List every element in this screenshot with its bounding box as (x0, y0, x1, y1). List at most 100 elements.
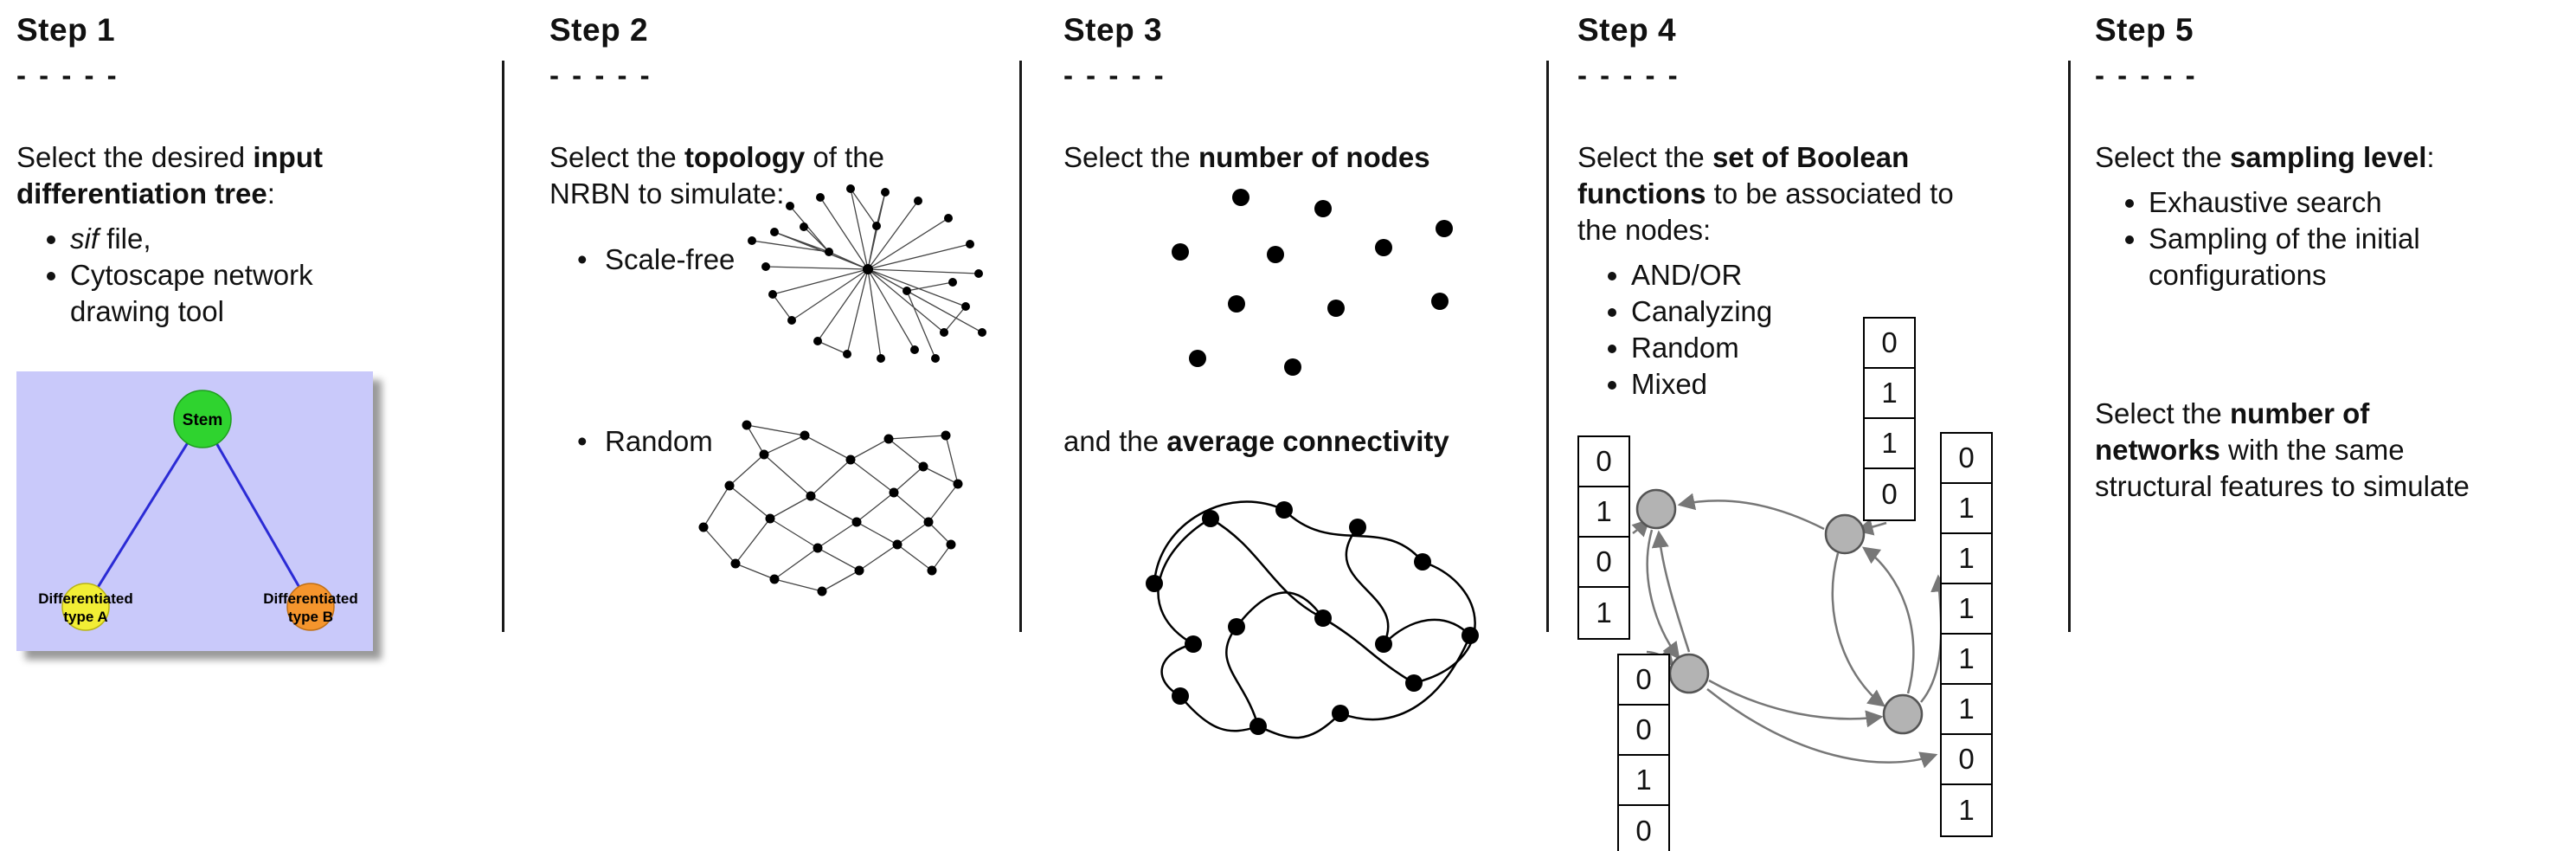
step-3-intro: Select the number of nodes (1063, 139, 1535, 176)
column-divider (1546, 61, 1549, 632)
scatter-dots (1172, 189, 1453, 376)
truth-table-cell: 1 (1942, 534, 1991, 584)
list-item-sif-file: sif file, (70, 221, 488, 257)
list-item-text: Sampling of the initial (2149, 222, 2420, 255)
connectivity-network-graphic (1146, 500, 1479, 739)
type-b-label-line1: Differentiated (263, 590, 358, 607)
intro-text: Select the (1577, 141, 1712, 173)
differentiation-tree-svg: Stem Differentiated type A Differentiate… (16, 371, 373, 651)
truth-table-cell: 0 (1619, 806, 1668, 851)
truth-table-cell: 0 (1865, 469, 1914, 519)
intro-text: to be associated to (1706, 177, 1954, 210)
step-2-title: Step 2 (549, 12, 649, 48)
step-2-column: Step 2 - - - - - Select the topology of … (549, 12, 1008, 848)
truth-table-cell: 1 (1619, 756, 1668, 806)
truth-table-cell: 0 (1579, 538, 1628, 588)
truth-table-cell: 0 (1619, 655, 1668, 706)
random-edges (703, 424, 959, 592)
boolean-node (1824, 513, 1866, 555)
intro-bold: functions (1577, 177, 1706, 210)
step-4-column: Step 4 - - - - - Select the set of Boole… (1577, 12, 2062, 851)
step-5-title: Step 5 (2095, 12, 2194, 48)
intro-text: with the same (2219, 434, 2405, 466)
column-divider (2068, 61, 2071, 632)
truth-table-cell: 1 (1942, 685, 1991, 735)
topology-option-scale-free: Scale-free (570, 242, 735, 278)
sampling-options-list: Exhaustive search Sampling of the initia… (2095, 184, 2569, 293)
list-item-cytoscape: Cytoscape network drawing tool (70, 257, 488, 330)
truth-table-cell: 0 (1619, 706, 1668, 756)
column-divider (1019, 61, 1022, 632)
intro-text: NRBN to simulate: (549, 177, 785, 210)
list-item-text: Cytoscape network (70, 259, 313, 291)
type-b-node (286, 583, 335, 631)
list-item-text: drawing tool (70, 295, 224, 327)
step-4-title: Step 4 (1577, 12, 1677, 48)
truth-table-left: 0 1 0 1 (1577, 435, 1630, 640)
step-3-title: Step 3 (1063, 12, 1163, 48)
intro-text: Select the (1063, 141, 1198, 173)
intro-text: of the (805, 141, 884, 173)
truth-table-cell: 0 (1579, 437, 1628, 487)
intro-text: Select the (2095, 141, 2230, 173)
boolean-node (1882, 693, 1924, 735)
intro-text: : (2426, 141, 2435, 173)
step-1-dashes: - - - - - (16, 59, 119, 91)
intro-text: and the (1063, 425, 1167, 457)
step-1-intro: Select the desired input differentiation… (16, 139, 488, 212)
scale-free-nodes (748, 184, 986, 363)
type-b-label-line2: type B (288, 609, 333, 625)
nodes-scatter-graphic (1172, 189, 1453, 376)
truth-table-cell: 1 (1579, 487, 1628, 538)
truth-table-cell: 1 (1579, 588, 1628, 638)
intro-bold: number of (2229, 397, 2370, 429)
step-5-dashes: - - - - - (2095, 59, 2198, 91)
intro-bold: input (253, 141, 323, 173)
step-3-dashes: - - - - - (1063, 59, 1166, 91)
boolean-node (1635, 488, 1677, 530)
intro-bold: networks (2095, 434, 2220, 466)
truth-table-cell: 0 (1942, 434, 1991, 484)
step-3-column: Step 3 - - - - - Select the number of no… (1063, 12, 1535, 848)
intro-text: Select the desired (16, 141, 254, 173)
type-a-label-line2: type A (63, 609, 107, 625)
intro-text: Select the (549, 141, 684, 173)
step-2-intro: Select the topology of the NRBN to simul… (549, 139, 1008, 212)
stem-label: Stem (183, 411, 222, 429)
boolean-node (1668, 653, 1710, 694)
type-a-node (61, 583, 110, 631)
intro-text: the nodes: (1577, 214, 1712, 246)
networks-paragraph: Select the number of networks with the s… (2095, 396, 2569, 505)
tree-edges (84, 418, 312, 608)
truth-table-cell: 1 (1942, 635, 1991, 685)
connectivity-dots (1146, 501, 1479, 735)
type-a-label-line1: Differentiated (38, 590, 133, 607)
list-item-mixed: Mixed (1631, 366, 2062, 403)
connectivity-curves (1153, 500, 1476, 739)
column-divider (502, 61, 504, 632)
list-item-text: Exhaustive search (2149, 186, 2382, 218)
truth-table-top: 0 1 1 0 (1863, 317, 1916, 521)
differentiation-tree-figure: Stem Differentiated type A Differentiate… (16, 371, 373, 651)
list-item-exhaustive: Exhaustive search (2149, 184, 2569, 221)
truth-table-cell: 1 (1942, 484, 1991, 534)
truth-table-cell: 1 (1865, 419, 1914, 469)
scale-free-edges (751, 188, 983, 359)
step-5-column: Step 5 - - - - - Select the sampling lev… (2095, 12, 2569, 848)
input-options-list: sif file, Cytoscape network drawing tool (16, 221, 488, 330)
truth-table-cell: 1 (1942, 584, 1991, 635)
intro-bold: number of nodes (1198, 141, 1430, 173)
intro-text: : (267, 177, 275, 210)
step-2-dashes: - - - - - (549, 59, 652, 91)
random-network-graphic (698, 420, 963, 596)
intro-bold: differentiation tree (16, 177, 267, 210)
intro-bold: set of Boolean (1712, 141, 1910, 173)
step-1-title: Step 1 (16, 12, 116, 48)
network-nodes (1635, 488, 1924, 735)
stem-node (173, 390, 232, 448)
intro-bold: sampling level (2229, 141, 2427, 173)
scale-free-network-graphic (748, 184, 986, 363)
sif-italic: sif (70, 222, 99, 255)
